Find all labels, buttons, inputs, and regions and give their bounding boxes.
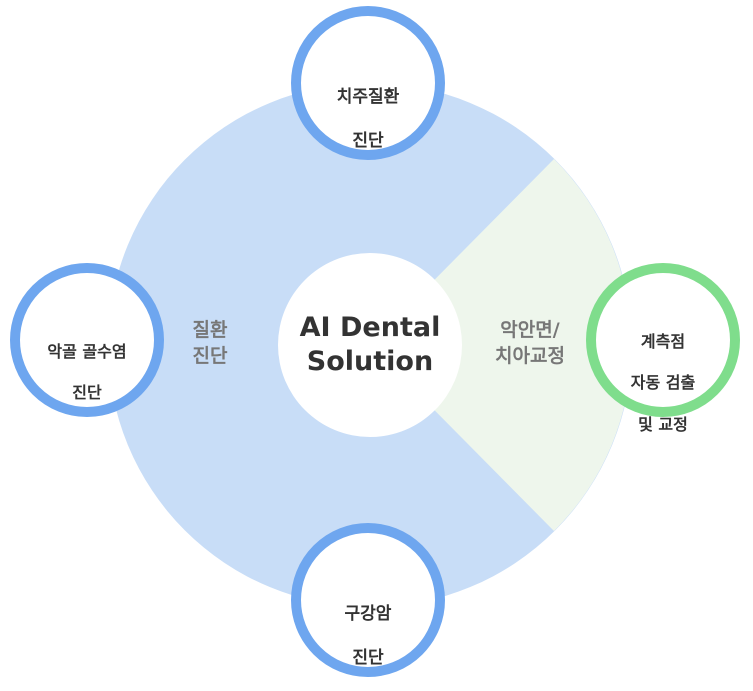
left-node-label-line1: 악골 골수염	[47, 341, 127, 361]
right-node-label-line3: 및 교정	[638, 414, 688, 434]
orthodontics-sector-label-line2: 치아교정	[495, 344, 565, 367]
bottom-node-label: 구강암 진단	[308, 581, 428, 691]
left-node-label: 악골 골수염 진단	[22, 321, 152, 425]
center-title: AI Dental Solution	[278, 311, 462, 379]
bottom-node-label-line1: 구강암	[344, 604, 392, 625]
center-circle	[278, 253, 462, 437]
top-node-circle	[291, 6, 445, 160]
center-title-line2: Solution	[306, 345, 434, 377]
bottom-node-label-line2: 진단	[352, 648, 384, 669]
disease-sector-label-line1: 질환	[192, 319, 228, 341]
orthodontics-sector-label: 악안면/ 치아교정	[470, 318, 590, 369]
bottom-node-circle	[291, 523, 445, 677]
top-node-label-line2: 진단	[352, 131, 384, 152]
orthodontics-sector-label-line1: 악안면/	[500, 319, 560, 341]
orthodontics-sector	[370, 159, 632, 531]
top-node-label: 치주질환 진단	[308, 64, 428, 174]
right-node-label: 계측점 자동 검출 및 교정	[598, 311, 728, 457]
right-node-label-line1: 계측점	[640, 331, 686, 351]
disease-sector-label: 질환 진단	[170, 318, 250, 369]
top-node-label-line1: 치주질환	[336, 87, 400, 108]
disease-sector-label-line2: 진단	[192, 344, 228, 367]
left-node-label-line2: 진단	[72, 383, 102, 403]
right-node-circle	[586, 263, 740, 417]
right-node-label-line2: 자동 검출	[630, 373, 696, 393]
left-node-circle	[10, 263, 164, 417]
center-title-line1: AI Dental	[299, 312, 441, 343]
